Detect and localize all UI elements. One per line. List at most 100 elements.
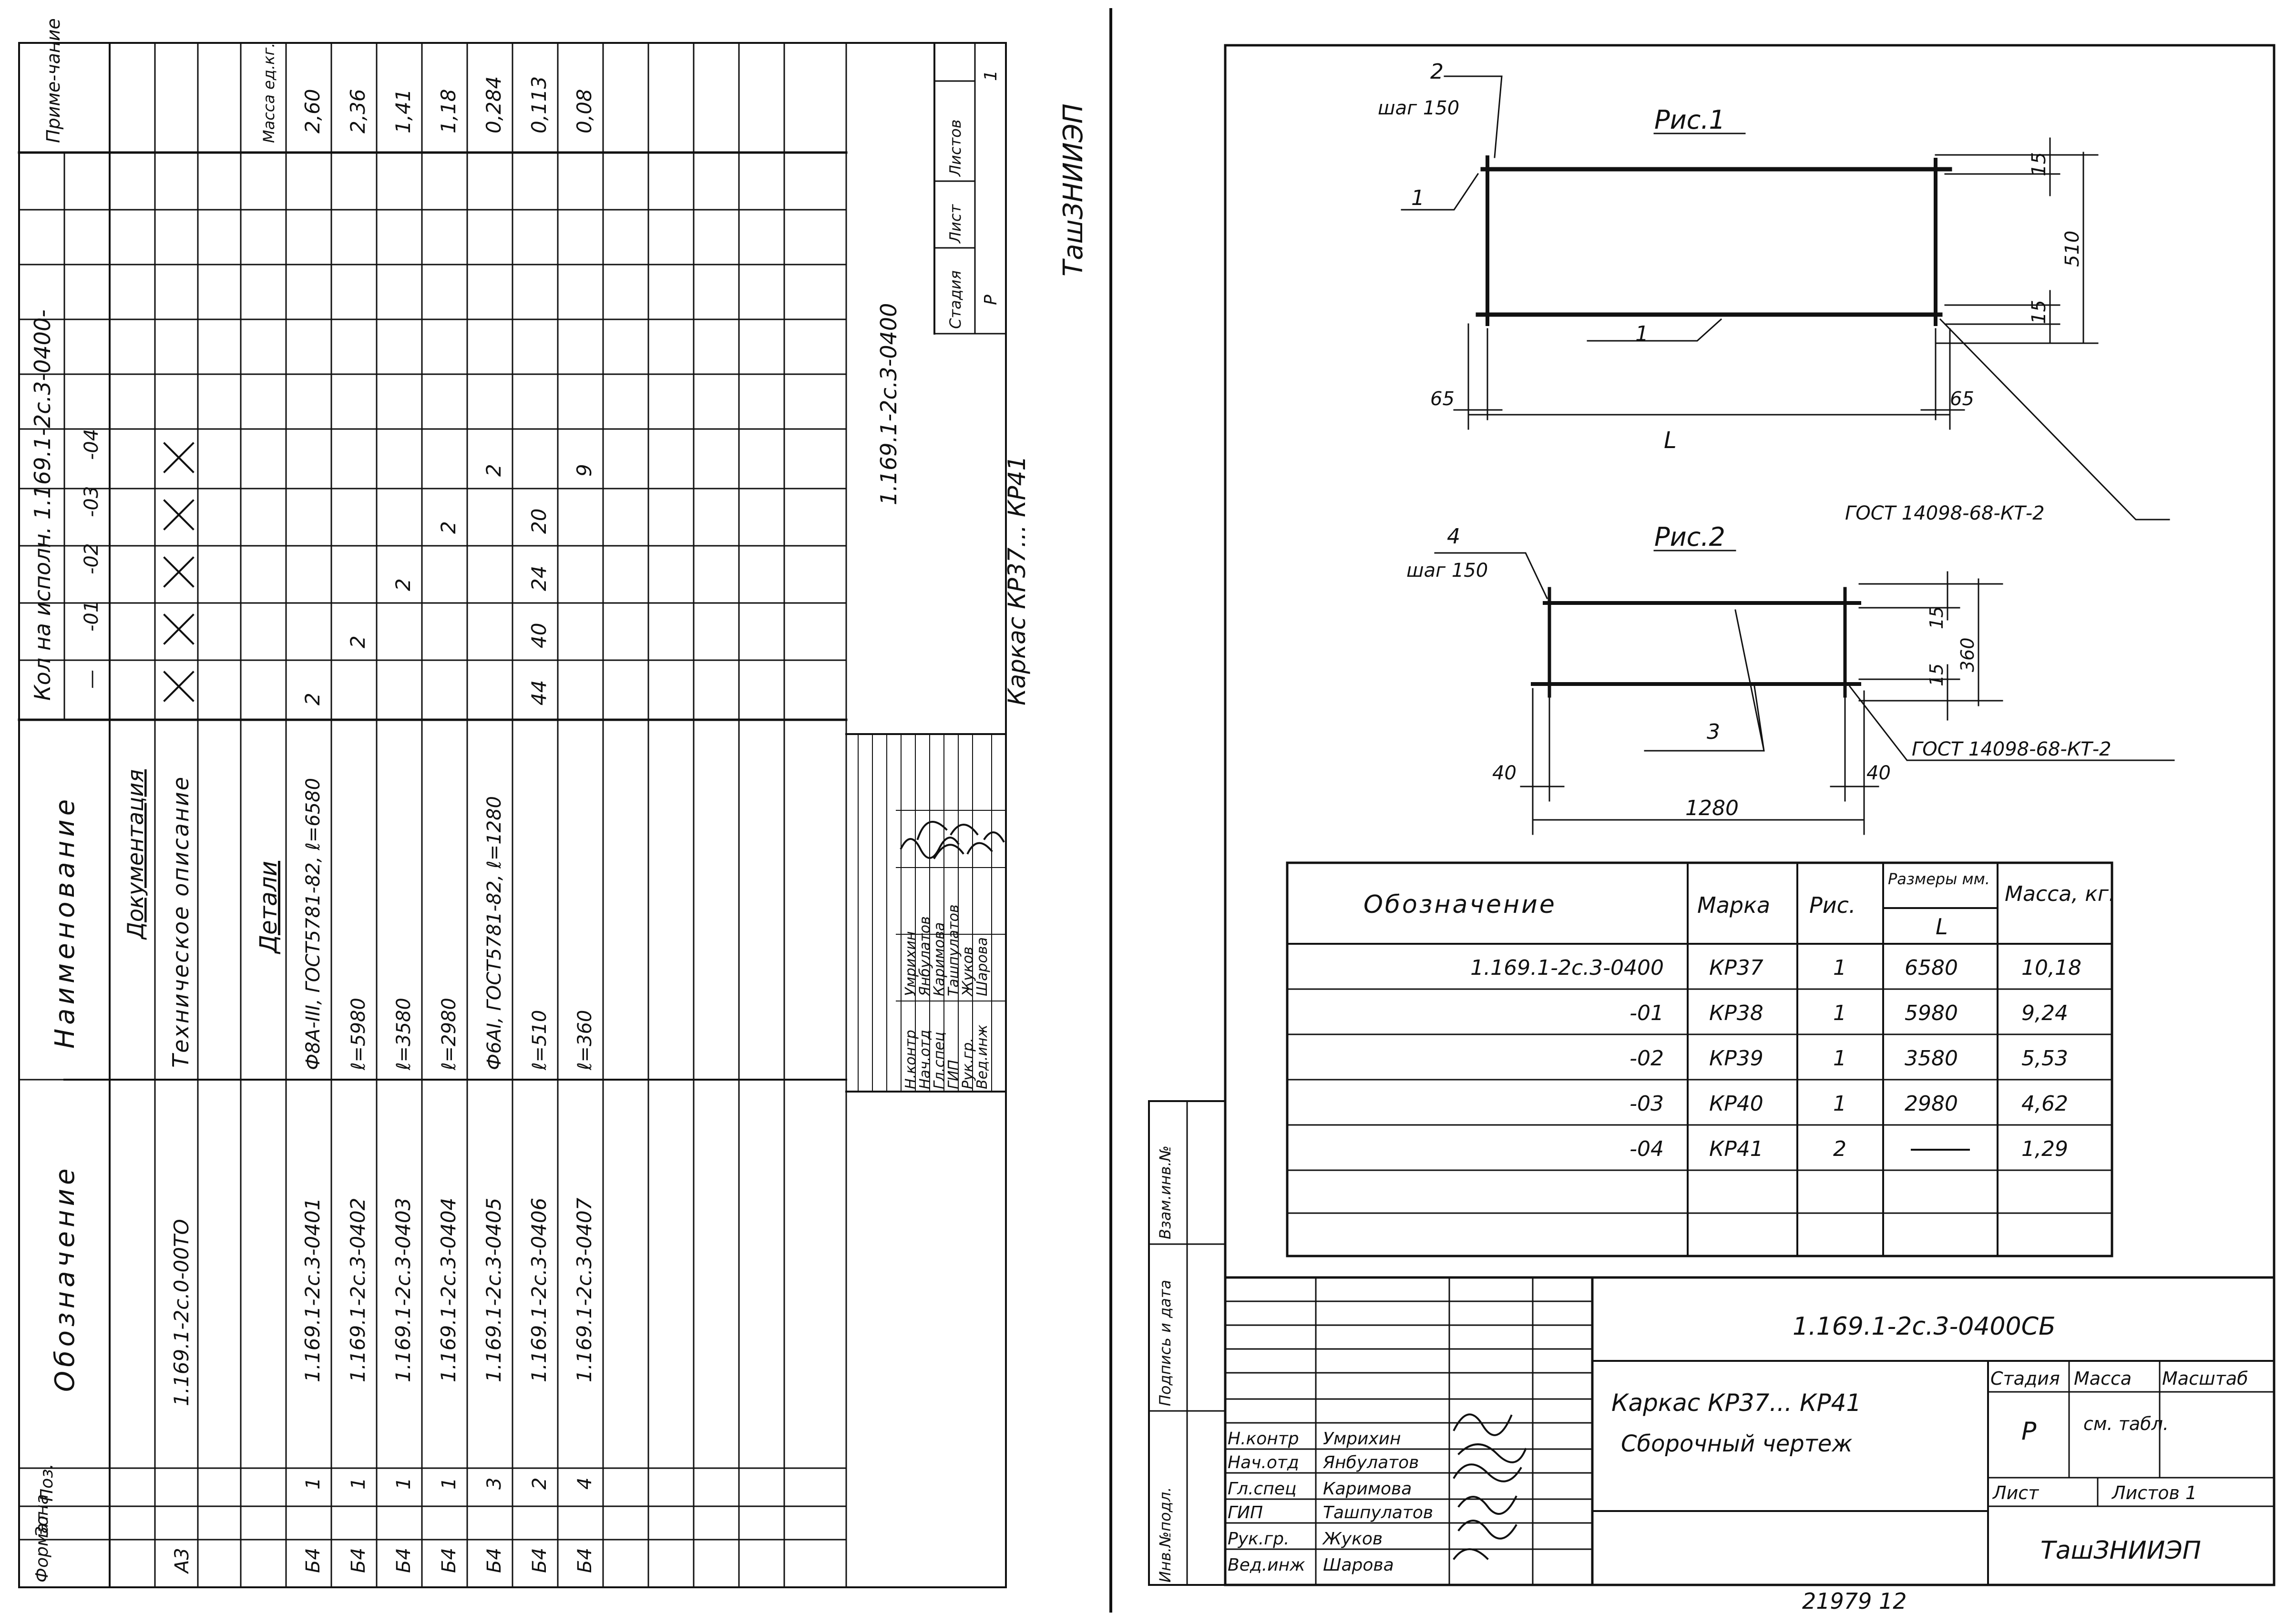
row-qty: 2 (301, 693, 324, 705)
row-pos: 4 (574, 1478, 596, 1490)
row-name: Ф8А-III, ГОСТ5781-82, ℓ=6580 (302, 778, 324, 1070)
row-format: Б4 (574, 1548, 596, 1573)
right-stage-label: Стадия (1990, 1368, 2060, 1389)
row-pos: 2 (529, 1478, 551, 1490)
tbl-mark: КР41 (1709, 1137, 1763, 1161)
fig1-dim-L: L (1664, 427, 1677, 454)
variant-header: — (81, 670, 102, 689)
row-designation: 1.169.1-2с.3-0406 (527, 1198, 551, 1382)
hdr-designation: Обозначение (50, 1165, 81, 1392)
hdr-note: Приме-чание (43, 18, 64, 143)
hdr-zone: Зона (32, 1494, 52, 1537)
stamp-number: 21979 12 (1802, 1588, 1907, 1614)
left-spec-table (18, 42, 1007, 1588)
section-documentation: Документация (123, 769, 148, 940)
tbl-L: 5980 (1905, 1001, 1958, 1025)
fig1-step-pos: 2 (1430, 60, 1444, 84)
tbl-mark: КР37 (1709, 956, 1763, 980)
left-title: Каркас КР37... КР41 (1003, 456, 1031, 705)
person-name: Каримова (931, 922, 948, 996)
person-name: Ташпулатов (1323, 1503, 1433, 1522)
row-designation: 1.169.1-2с.3-0407 (573, 1197, 596, 1382)
tbl-h-fig: Рис. (1809, 892, 1856, 918)
right-frame (1148, 44, 2276, 1586)
variant-header: -02 (81, 543, 102, 574)
spec-rows: Б4 1 1.169.1-2с.3-0401 Ф8А-III, ГОСТ5781-82… (301, 76, 596, 1573)
person-role: Рук.гр. (1228, 1529, 1289, 1549)
row-name: ℓ=5980 (348, 998, 369, 1071)
row-name: Ф6АI, ГОСТ5781-82, ℓ=1280 (483, 796, 505, 1070)
person-role: ГИП (1228, 1503, 1263, 1522)
variant-header: -01 (81, 601, 102, 632)
side-sign: Подпись и дата (1156, 1280, 1174, 1406)
row-pos: 1 (302, 1478, 324, 1490)
person-name: Каримова (1323, 1479, 1412, 1499)
person-role: Н.контр (1228, 1429, 1299, 1449)
right-sheets-label: Листов 1 (2111, 1482, 2197, 1503)
row-format: Б4 (302, 1548, 324, 1573)
person-name: Умрихин (1323, 1429, 1401, 1449)
tbl-mark: КР40 (1709, 1092, 1763, 1116)
fig1-dim-15b: 15 (2028, 300, 2050, 324)
row-mass: 0,113 (527, 76, 551, 133)
row-designation: 1.169.1-2с.3-0403 (391, 1198, 415, 1382)
row-format: Б4 (393, 1548, 415, 1573)
left-stage: Р (981, 295, 1001, 305)
hdr-qty: Кол на исполн. 1.169.1-2с.3-0400- (30, 309, 55, 701)
person-name: Умрихин (902, 931, 919, 996)
left-stage-label: Стадия (946, 270, 964, 329)
tbl-mass: 4,62 (2021, 1092, 2068, 1116)
row-pos: 1 (348, 1478, 369, 1490)
row-pos: 3 (483, 1478, 505, 1490)
tbl-mass: 10,18 (2021, 956, 2081, 980)
tbl-fig: 2 (1833, 1137, 1846, 1161)
row-qty: 44 (527, 680, 551, 705)
hdr-name: Наименование (50, 796, 81, 1049)
person-name: Янбулатов (917, 916, 933, 997)
right-org: ТашЗНИИЭП (2040, 1536, 2201, 1565)
tbl-fig: 1 (1833, 1046, 1846, 1071)
fig2-weld: ГОСТ 14098-68-КТ-2 (1912, 738, 2112, 760)
tbl-h-designation: Обозначение (1363, 890, 1557, 919)
person-role: Нач.отд (917, 1030, 933, 1089)
fig1-dim-15a: 15 (2028, 152, 2050, 176)
person-name: Жуков (960, 947, 976, 997)
fig1-title: Рис.1 (1654, 105, 1725, 135)
tbl-designation: -03 (1630, 1092, 1664, 1116)
tbl-fig: 1 (1833, 1092, 1846, 1116)
tbl-L: 3580 (1905, 1046, 1958, 1071)
row-qty: 2 (482, 464, 505, 477)
right-stage: Р (2021, 1417, 2037, 1446)
fig1-step: шаг 150 (1378, 97, 1459, 119)
row-format: Б4 (438, 1548, 460, 1573)
left-sheets: 1 (981, 70, 1001, 81)
left-sheet-label: Лист (946, 204, 964, 244)
fig2-title: Рис.2 (1654, 522, 1725, 552)
fig1-dim-65a: 65 (1430, 388, 1455, 410)
row-designation: 1.169.1-2с.3-0405 (482, 1198, 505, 1382)
tbl-designation: 1.169.1-2с.3-0400 (1470, 956, 1664, 980)
row-designation: 1.169.1-2с.3-0401 (301, 1198, 324, 1382)
tbl-h-mass: Масса, кг. (2005, 882, 2115, 906)
tbl-fig: 1 (1833, 956, 1846, 980)
person-name: Ташпулатов (945, 904, 962, 996)
fig2-step-pos: 4 (1447, 524, 1460, 549)
variant-header: -04 (81, 429, 102, 460)
row-mass: 1,18 (437, 89, 460, 133)
tbl-h-dims: Размеры мм. (1888, 870, 1990, 888)
row-name: ℓ=2980 (438, 998, 460, 1071)
person-role: Рук.гр. (960, 1038, 976, 1089)
left-code: 1.169.1-2с.3-0400 (876, 303, 902, 505)
person-role: Гл.спец (931, 1032, 948, 1089)
right-scale-label: Масштаб (2162, 1368, 2248, 1389)
row-qty: 24 (527, 566, 551, 591)
fig1-pos-b: 1 (1635, 322, 1649, 346)
person-role: Н.контр (902, 1030, 919, 1089)
fig2-pos: 3 (1707, 720, 1720, 744)
row-format: Б4 (348, 1548, 369, 1573)
doc-format: А3 (171, 1548, 193, 1574)
row-mass: 0,284 (482, 76, 505, 133)
person-role: ГИП (945, 1060, 962, 1089)
